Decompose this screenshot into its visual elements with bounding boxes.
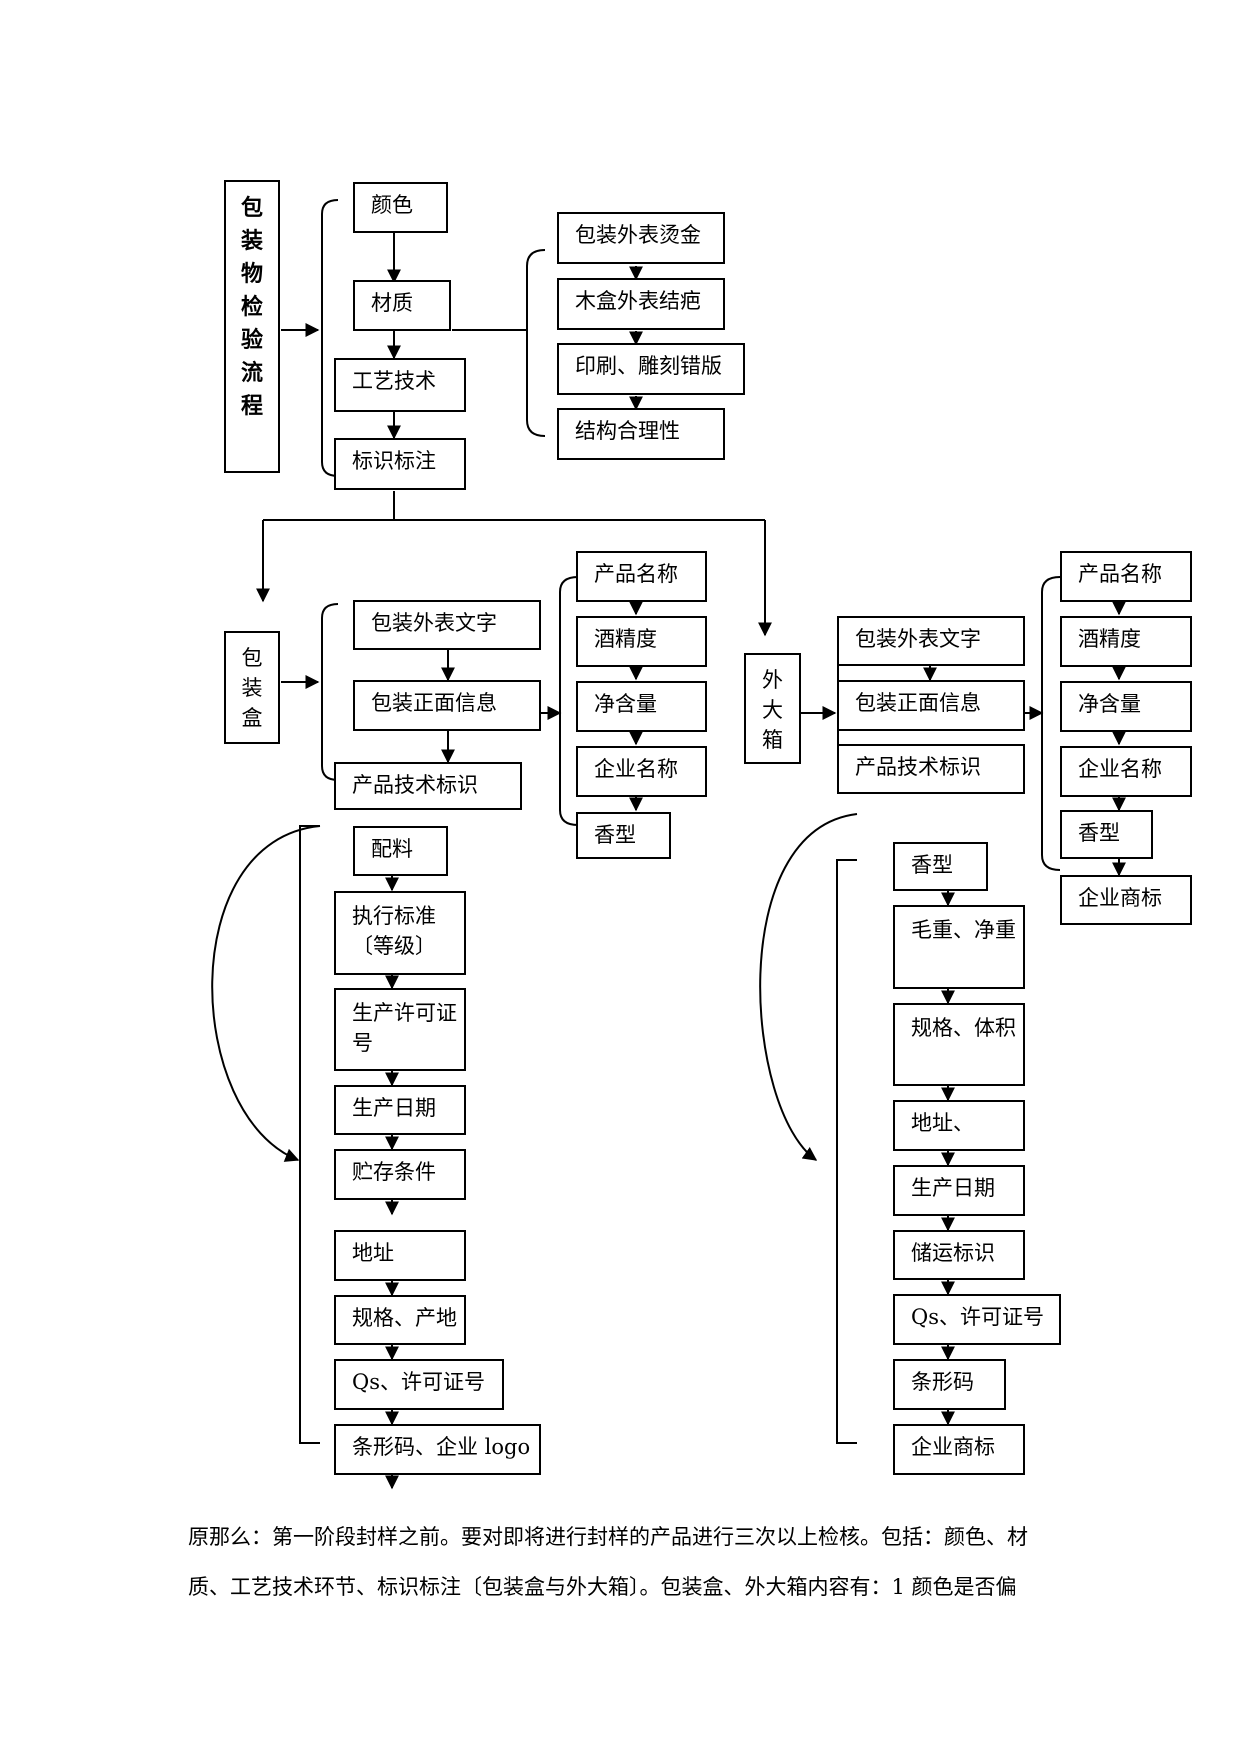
box-tech-mark: 执行标准〔等级〕 (334, 891, 466, 975)
carton-tech-mark: 储运标识 (893, 1230, 1025, 1280)
carton-front-info: 净含量 (1060, 681, 1192, 732)
carton-step: 包装外表文字 (837, 616, 1025, 666)
carton-branch-label: 外 大 箱 (744, 653, 801, 764)
carton-tech-mark: 地址、 (893, 1100, 1025, 1151)
title-char: 流 (240, 361, 263, 386)
box-tech-mark: 地址 (334, 1230, 466, 1281)
carton-tech-mark: 条形码 (893, 1359, 1006, 1410)
box-front-info: 企业名称 (576, 746, 707, 797)
box-front-info: 净含量 (576, 681, 707, 732)
box-branch-label: 包 装 盒 (224, 631, 280, 744)
flow-title-box: 包 装 物 检 验 流 程 (224, 180, 280, 473)
box-tech-mark: 规格、产地 (334, 1295, 466, 1345)
title-char: 检 (240, 295, 263, 320)
box-tech-mark: 贮存条件 (334, 1149, 466, 1200)
carton-tech-mark: 毛重、净重 (893, 905, 1025, 989)
title-char: 验 (240, 328, 263, 353)
carton-step: 包装正面信息 (837, 680, 1025, 731)
material-item: 包装外表烫金 (557, 212, 725, 264)
box-tech-mark: Qs、许可证号 (334, 1359, 504, 1410)
box-label-char: 盒 (241, 706, 263, 730)
carton-step: 产品技术标识 (837, 744, 1025, 794)
box-step: 包装外表文字 (353, 600, 541, 650)
title-char: 程 (240, 394, 263, 419)
body-paragraph: 原那么：第一阶段封样之前。要对即将进行封样的产品进行三次以上检核。包括：颜色、材… (188, 1512, 1058, 1612)
carton-tech-mark: 企业商标 (893, 1424, 1025, 1475)
box-step: 产品技术标识 (334, 762, 522, 810)
carton-front-info: 产品名称 (1060, 551, 1192, 602)
carton-tech-mark: 生产日期 (893, 1165, 1025, 1216)
carton-front-info: 企业名称 (1060, 746, 1192, 797)
box-front-info: 产品名称 (576, 551, 707, 602)
box-label-char: 装 (241, 676, 263, 700)
step-color: 颜色 (353, 182, 448, 233)
box-front-info: 酒精度 (576, 616, 707, 667)
box-tech-mark: 生产日期 (334, 1085, 466, 1135)
carton-label-char: 外 (762, 668, 783, 692)
paragraph-line: 原那么：第一阶段封样之前。要对即将进行封样的产品进行三次以上检核。包括：颜色、材 (188, 1525, 1028, 1549)
carton-label-char: 大 (762, 698, 783, 722)
step-craft: 工艺技术 (334, 358, 466, 412)
box-tech-mark: 生产许可证号 (334, 988, 466, 1071)
material-item: 木盒外表结疤 (557, 278, 725, 330)
carton-front-info: 酒精度 (1060, 616, 1192, 667)
carton-front-info: 香型 (1060, 810, 1153, 859)
carton-tech-mark: 规格、体积 (893, 1003, 1025, 1086)
material-item: 结构合理性 (557, 408, 725, 460)
box-label-char: 包 (241, 646, 263, 670)
title-char: 装 (240, 229, 263, 254)
box-front-info: 香型 (576, 812, 671, 859)
title-char: 包 (240, 196, 263, 221)
step-material: 材质 (353, 280, 451, 331)
carton-front-info: 企业商标 (1060, 875, 1192, 925)
step-labeling: 标识标注 (334, 438, 466, 490)
carton-tech-mark: Qs、许可证号 (893, 1294, 1061, 1345)
box-tech-mark: 配料 (353, 826, 448, 876)
material-item: 印刷、雕刻错版 (557, 343, 745, 395)
box-tech-mark: 条形码、企业 logo (334, 1424, 541, 1475)
title-char: 物 (240, 262, 263, 287)
box-step: 包装正面信息 (353, 680, 541, 731)
carton-label-char: 箱 (762, 728, 783, 752)
carton-tech-mark: 香型 (893, 842, 988, 891)
paragraph-line: 质、工艺技术环节、标识标注〔包装盒与外大箱〕。包装盒、外大箱内容有：1 颜色是否… (188, 1575, 1017, 1599)
main-bracket (321, 199, 339, 477)
material-bracket (526, 249, 546, 437)
